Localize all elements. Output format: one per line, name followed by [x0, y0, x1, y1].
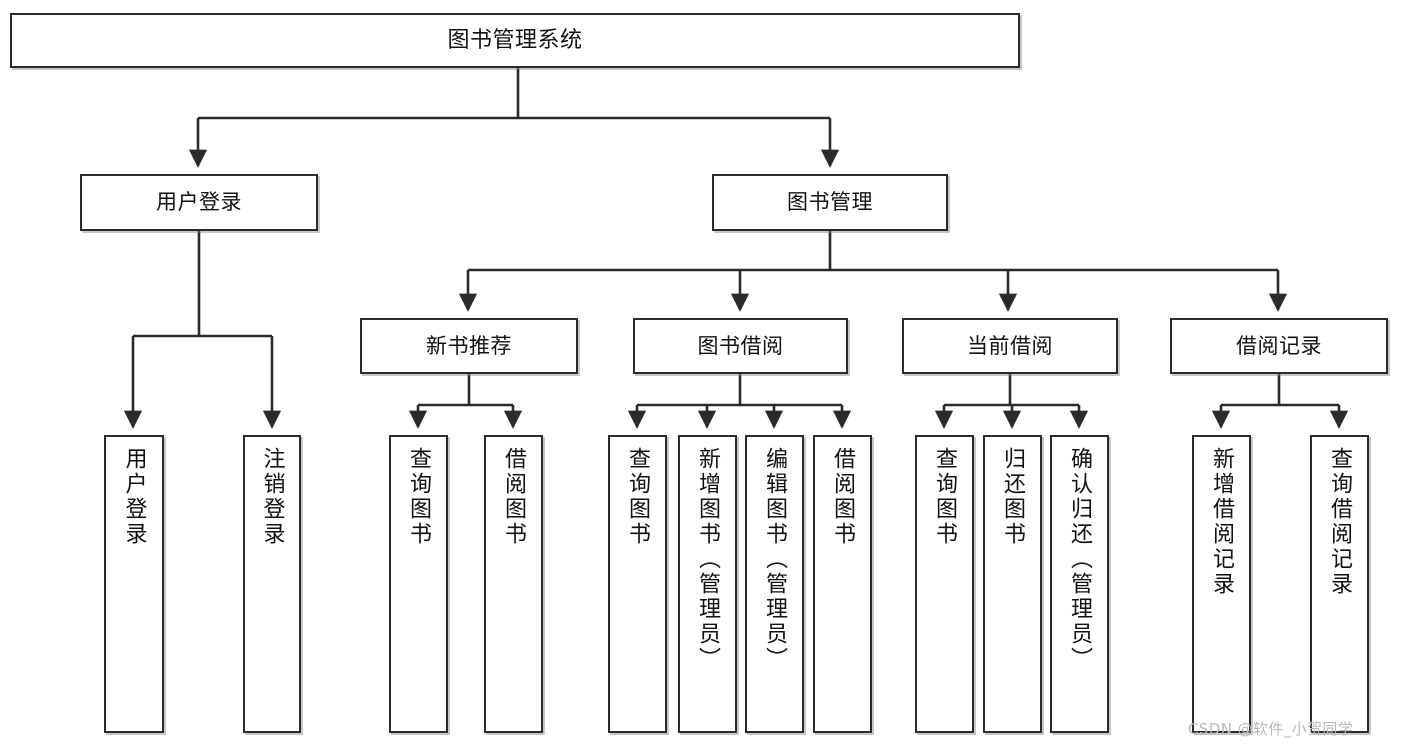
node-root-label: 图书管理系统 — [447, 27, 583, 53]
leaf-query-record-label: 查询借阅记录 — [1327, 447, 1353, 597]
leaf-query-book-3-label: 查询图书 — [932, 447, 958, 547]
leaf-confirm-return-label: 确认归还（管理员） — [1067, 447, 1093, 672]
leaf-add-book[interactable]: 新增图书（管理员） — [678, 435, 737, 733]
node-new-book-rec[interactable]: 新书推荐 — [360, 318, 578, 374]
leaf-query-book-1-label: 查询图书 — [406, 447, 432, 547]
node-book-borrow-label: 图书借阅 — [697, 333, 784, 358]
leaf-query-book-1[interactable]: 查询图书 — [389, 435, 448, 733]
leaf-query-book-2[interactable]: 查询图书 — [608, 435, 667, 733]
csdn-watermark: CSDN @软件_小贺同学 — [1188, 720, 1354, 738]
node-current-borrow-label: 当前借阅 — [967, 333, 1053, 358]
node-current-borrow[interactable]: 当前借阅 — [902, 318, 1118, 374]
leaf-logout[interactable]: 注销登录 — [243, 435, 301, 733]
leaf-query-book-3[interactable]: 查询图书 — [915, 435, 974, 733]
node-borrow-record[interactable]: 借阅记录 — [1170, 318, 1388, 374]
leaf-logout-label: 注销登录 — [259, 447, 285, 547]
leaf-edit-book[interactable]: 编辑图书（管理员） — [745, 435, 804, 733]
leaf-borrow-book-1-label: 借阅图书 — [501, 447, 527, 547]
leaf-borrow-book-2[interactable]: 借阅图书 — [813, 435, 872, 733]
leaf-user-login-label: 用户登录 — [121, 447, 147, 547]
leaf-return-book[interactable]: 归还图书 — [983, 435, 1042, 733]
leaf-confirm-return[interactable]: 确认归还（管理员） — [1050, 435, 1109, 733]
node-user-login-label: 用户登录 — [156, 190, 242, 215]
leaf-add-record-label: 新增借阅记录 — [1209, 447, 1235, 597]
leaf-borrow-book-2-label: 借阅图书 — [830, 447, 856, 547]
leaf-add-record[interactable]: 新增借阅记录 — [1192, 435, 1251, 733]
leaf-query-record[interactable]: 查询借阅记录 — [1310, 435, 1369, 733]
node-root[interactable]: 图书管理系统 — [10, 13, 1020, 68]
node-book-manage-label: 图书管理 — [787, 190, 873, 215]
leaf-add-book-label: 新增图书（管理员） — [695, 447, 721, 672]
node-book-borrow[interactable]: 图书借阅 — [633, 318, 848, 374]
node-book-manage[interactable]: 图书管理 — [712, 174, 948, 231]
leaf-edit-book-label: 编辑图书（管理员） — [762, 447, 788, 672]
node-user-login[interactable]: 用户登录 — [80, 174, 318, 231]
leaf-user-login[interactable]: 用户登录 — [104, 435, 164, 733]
node-new-book-rec-label: 新书推荐 — [426, 333, 512, 358]
leaf-return-book-label: 归还图书 — [1000, 447, 1026, 547]
leaf-borrow-book-1[interactable]: 借阅图书 — [484, 435, 543, 733]
node-borrow-record-label: 借阅记录 — [1236, 333, 1322, 358]
leaf-query-book-2-label: 查询图书 — [625, 447, 651, 547]
